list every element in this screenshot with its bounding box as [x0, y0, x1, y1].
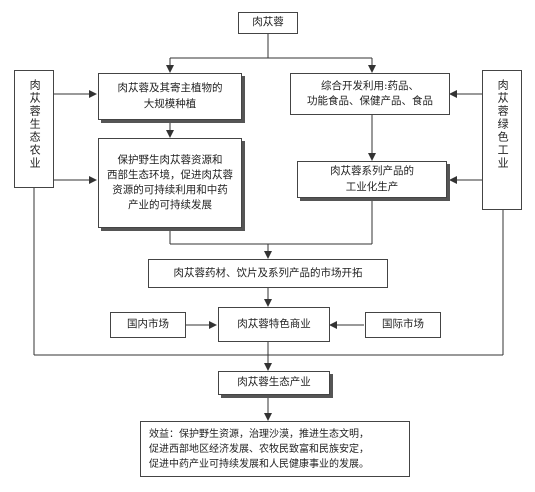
node-market-dev-label: 肉苁蓉药材、饮片及系列产品的市场开拓: [173, 266, 363, 279]
node-develop-label: 综合开发利用:药品、 功能食品、保健产品、食品: [307, 79, 433, 107]
node-industrial: 肉苁蓉系列产品的 工业化生产: [297, 161, 447, 198]
node-eco-industry-label: 肉苁蓉生态产业: [237, 376, 311, 389]
node-top-label: 肉苁蓉: [252, 16, 284, 29]
node-benefit: 效益：保护野生资源，治理沙漠，推进生态文明， 促进西部地区经济发展、农牧民致富和…: [140, 421, 410, 477]
node-commerce: 肉苁蓉特色商业: [218, 307, 330, 342]
node-domestic: 国内市场: [110, 312, 186, 338]
side-right-box: 肉苁蓉绿色工业: [482, 70, 522, 210]
side-left-label: 肉苁蓉生态农业: [28, 79, 42, 170]
node-commerce-label: 肉苁蓉特色商业: [237, 317, 311, 330]
side-right-label: 肉苁蓉绿色工业: [496, 79, 510, 170]
node-market-dev: 肉苁蓉药材、饮片及系列产品的市场开拓: [148, 259, 388, 288]
node-eco-industry: 肉苁蓉生态产业: [218, 371, 330, 395]
node-top: 肉苁蓉: [238, 12, 298, 34]
node-planting-label: 肉苁蓉及其寄主植物的 大规模种植: [117, 82, 223, 110]
node-international-label: 国际市场: [382, 318, 424, 331]
node-international: 国际市场: [365, 312, 441, 338]
node-benefit-label: 效益：保护野生资源，治理沙漠，推进生态文明， 促进西部地区经济发展、农牧民致富和…: [149, 428, 369, 470]
side-left-box: 肉苁蓉生态农业: [14, 70, 54, 188]
node-protect-label: 保护野生肉苁蓉资源和 西部生态环境，促进肉苁蓉 资源的可持续利用和中药 产业的可…: [107, 153, 233, 212]
node-industrial-label: 肉苁蓉系列产品的 工业化生产: [330, 165, 414, 193]
node-protect: 保护野生肉苁蓉资源和 西部生态环境，促进肉苁蓉 资源的可持续利用和中药 产业的可…: [98, 138, 242, 228]
node-develop: 综合开发利用:药品、 功能食品、保健产品、食品: [290, 73, 450, 115]
node-domestic-label: 国内市场: [127, 318, 169, 331]
node-planting: 肉苁蓉及其寄主植物的 大规模种植: [98, 73, 242, 120]
